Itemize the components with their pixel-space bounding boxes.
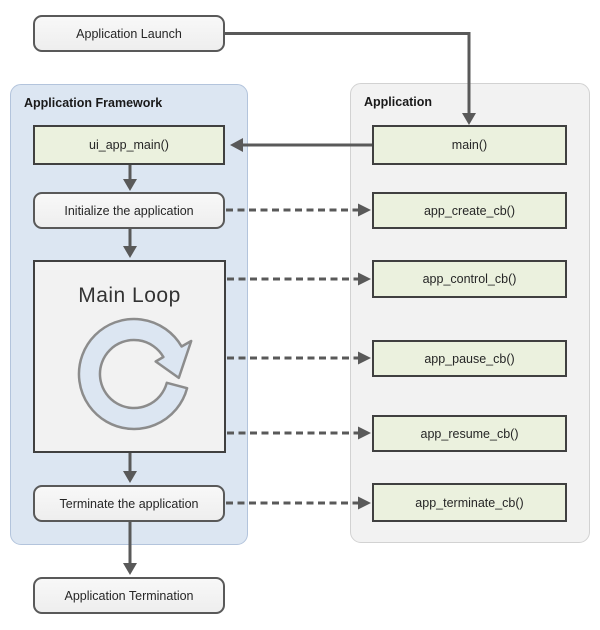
app-pause-cb-box: app_pause_cb()	[372, 340, 567, 377]
app-terminate-cb-label: app_terminate_cb()	[415, 495, 524, 510]
main-label: main()	[451, 138, 488, 152]
app-resume-cb-box: app_resume_cb()	[372, 415, 567, 452]
application-termination-label: Application Termination	[64, 588, 194, 603]
app-control-cb-label: app_control_cb()	[422, 272, 517, 286]
ui-app-main-box: ui_app_main()	[33, 125, 225, 165]
main-loop-box: Main Loop	[33, 260, 226, 453]
app-create-cb-box: app_create_cb()	[372, 192, 567, 229]
application-launch-box: Application Launch	[33, 15, 225, 52]
app-resume-cb-label: app_resume_cb()	[420, 426, 519, 441]
application-framework-title: Application Framework	[24, 96, 163, 110]
initialize-application-label: Initialize the application	[64, 203, 194, 218]
terminate-application-label: Terminate the application	[59, 496, 199, 511]
app-pause-cb-label: app_pause_cb()	[424, 351, 515, 366]
terminate-application-box: Terminate the application	[33, 485, 225, 522]
app-control-cb-box: app_control_cb()	[372, 260, 567, 298]
main-loop-label: Main Loop	[78, 284, 181, 307]
main-box: main()	[372, 125, 567, 165]
app-terminate-cb-box: app_terminate_cb()	[372, 483, 567, 522]
app-create-cb-label: app_create_cb()	[423, 203, 516, 218]
application-launch-label: Application Launch	[76, 26, 182, 41]
application-title: Application	[364, 95, 433, 109]
ui-app-main-label: ui_app_main()	[89, 138, 169, 152]
initialize-application-box: Initialize the application	[33, 192, 225, 229]
refresh-loop-icon	[77, 317, 193, 431]
application-termination-box: Application Termination	[33, 577, 225, 614]
